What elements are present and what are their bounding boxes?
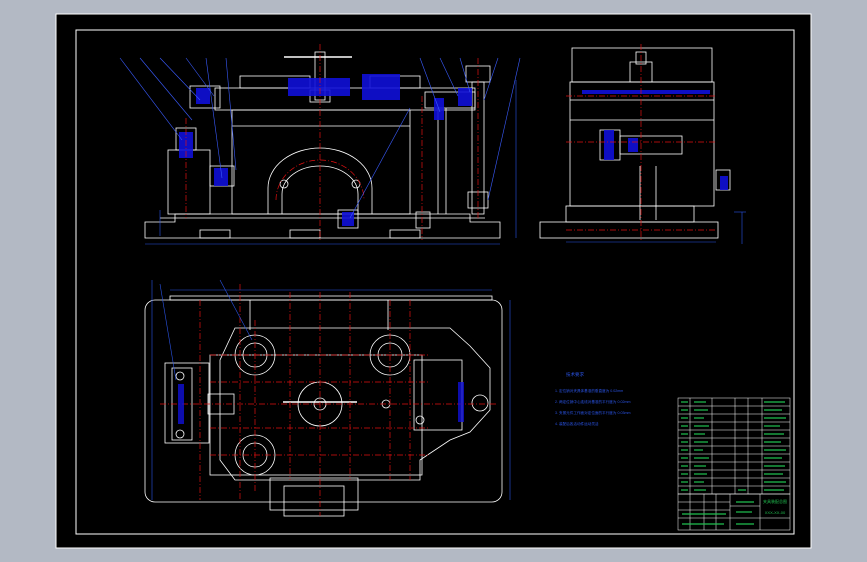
technical-requirements: 技术要求 1. 定位销对夹具体基准的垂直度为 0.02mm 2. 两定位销中心连… [555, 371, 630, 426]
side-view-centerlines [566, 44, 716, 242]
top-view-dimensions [151, 279, 511, 500]
front-view [144, 51, 501, 239]
tech-req-heading: 技术要求 [566, 371, 584, 378]
tech-req-item-2: 2. 两定位销中心连线对基准的平行度为 0.02mm [555, 399, 630, 404]
front-view-dimensions [145, 80, 517, 245]
title-block-marks [682, 501, 754, 525]
title-block-main-title: 夹具装配总图 [763, 498, 787, 504]
front-view-leaders [119, 57, 521, 219]
title-block-texts: 夹具装配总图 XXX-XX-00 [763, 498, 787, 515]
top-view-centerlines [160, 284, 498, 516]
parts-list [677, 397, 791, 495]
front-view-centerlines [185, 44, 479, 240]
side-view-dimensions [566, 211, 746, 244]
top-view-sections [178, 382, 464, 424]
title-block-drawing-number: XXX-XX-00 [765, 510, 786, 515]
drawing-border [75, 29, 795, 535]
tech-req-item-1: 1. 定位销对夹具体基准的垂直度为 0.02mm [555, 388, 623, 393]
tech-req-item-4: 4. 装配后各活动件运动灵活 [555, 421, 599, 426]
side-view-sections [582, 90, 728, 190]
parts-list-entries [681, 401, 786, 491]
drawing-sheet [55, 13, 812, 549]
front-view-sections [179, 74, 472, 226]
title-block [677, 493, 791, 531]
tech-req-item-3: 3. 夹紧元件工作面对定位面的平行度为 0.03mm [555, 410, 630, 415]
